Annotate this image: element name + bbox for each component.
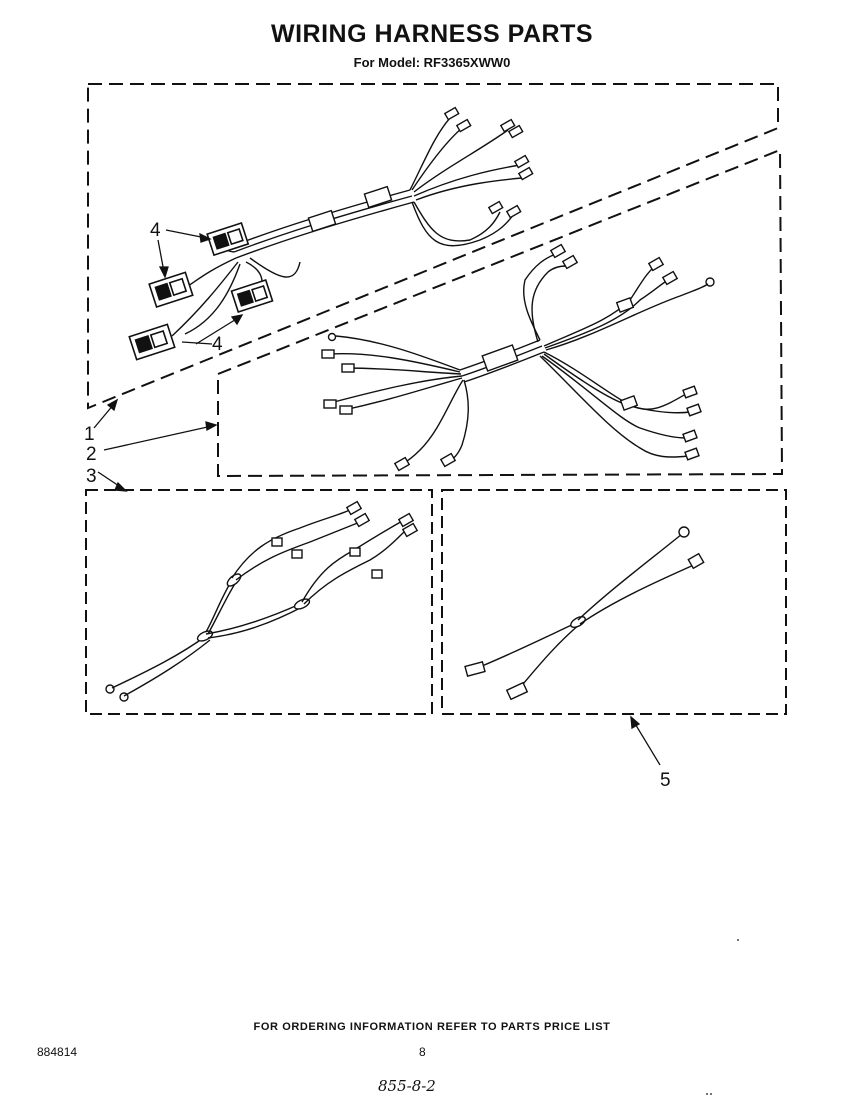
harness-part-3 xyxy=(105,500,419,702)
callout-1: 1 xyxy=(84,424,95,445)
connector-plug-b xyxy=(148,271,194,308)
part-5-boundary xyxy=(441,489,787,715)
scan-mark xyxy=(710,1093,712,1095)
part-1-boundary xyxy=(87,83,779,410)
connector-plug-d xyxy=(128,323,176,361)
document-number: 884814 xyxy=(37,1045,78,1059)
harness-part-5 xyxy=(464,526,705,701)
connector-plug-c xyxy=(230,278,274,314)
scan-mark xyxy=(737,939,739,941)
harness-part-1 xyxy=(171,106,534,337)
leader-lines xyxy=(93,229,661,766)
callout-3: 3 xyxy=(86,466,97,487)
ordering-note: FOR ORDERING INFORMATION REFER TO PARTS … xyxy=(253,1021,611,1033)
callout-4-upper: 4 xyxy=(150,220,161,241)
callout-2: 2 xyxy=(86,444,97,465)
page-title: WIRING HARNESS PARTS xyxy=(270,20,594,48)
part-3-boundary xyxy=(85,489,433,715)
handwritten-note: 855-8-2 xyxy=(378,1077,436,1095)
part-2-boundary xyxy=(217,148,784,478)
model-subtitle: For Model: RF3365XWW0 xyxy=(353,55,511,70)
callout-4-lower: 4 xyxy=(212,334,223,355)
page-number: 8 xyxy=(419,1045,426,1059)
connector-plug-a xyxy=(206,222,250,257)
callout-5: 5 xyxy=(660,770,671,791)
scan-mark xyxy=(706,1093,708,1095)
harness-part-2 xyxy=(321,243,715,472)
connector-plugs xyxy=(128,222,274,361)
